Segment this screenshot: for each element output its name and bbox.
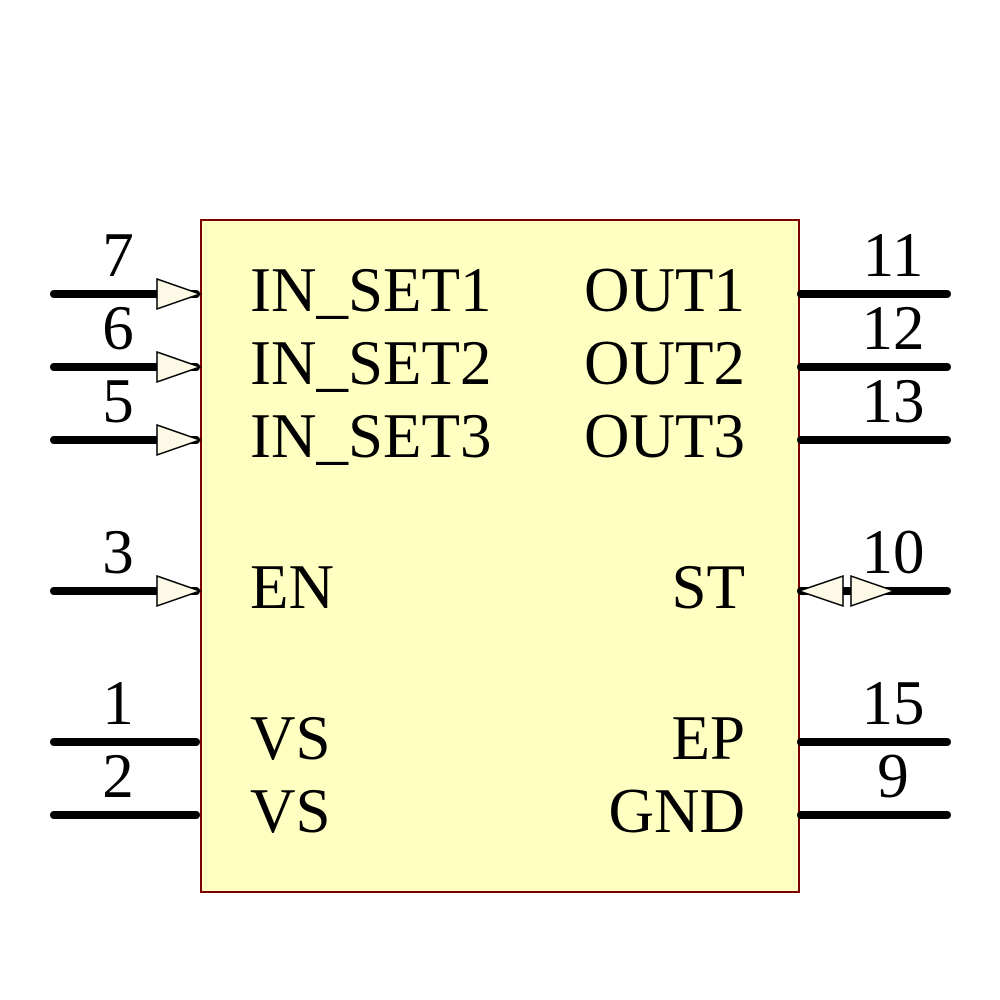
pin-wire (797, 811, 951, 819)
pin-wire (50, 587, 200, 595)
input-arrow-icon (156, 574, 203, 608)
pin-number: 12 (861, 293, 925, 363)
pin-label: ST (671, 552, 745, 622)
pin-label: OUT1 (584, 255, 745, 325)
pin-number: 3 (102, 517, 134, 587)
pin-label: IN_SET1 (250, 255, 492, 325)
pin-wire (797, 290, 951, 298)
pin-wire (50, 436, 200, 444)
pin-wire (797, 436, 951, 444)
pin-number: 6 (102, 293, 134, 363)
pin-label: VS (250, 776, 331, 846)
pin-label: OUT2 (584, 328, 745, 398)
pin-label: EN (250, 552, 334, 622)
pin-label: VS (250, 703, 331, 773)
pin-label: GND (608, 776, 746, 846)
input-arrow-icon (156, 423, 203, 457)
pin-number: 1 (102, 668, 134, 738)
pin-number: 11 (862, 220, 924, 290)
pin-label: EP (671, 703, 745, 773)
pin-wire (50, 811, 200, 819)
pin-wire (797, 363, 951, 371)
pin-number: 13 (861, 366, 925, 436)
pin-wire (797, 738, 951, 746)
pin-number: 2 (102, 741, 134, 811)
bidirectional-arrow-icon (796, 574, 897, 608)
input-arrow-icon (156, 350, 203, 384)
pin-wire (50, 738, 200, 746)
pin-wire (50, 290, 200, 298)
input-arrow-icon (156, 277, 203, 311)
pin-number: 7 (102, 220, 134, 290)
pin-label: IN_SET2 (250, 328, 492, 398)
pin-number: 10 (861, 517, 925, 587)
pin-label: OUT3 (584, 401, 745, 471)
component-body[interactable] (200, 219, 800, 893)
pin-number: 5 (102, 366, 134, 436)
pin-number: 9 (877, 741, 909, 811)
pin-number: 15 (861, 668, 925, 738)
pin-wire (50, 363, 200, 371)
pin-label: IN_SET3 (250, 401, 492, 471)
